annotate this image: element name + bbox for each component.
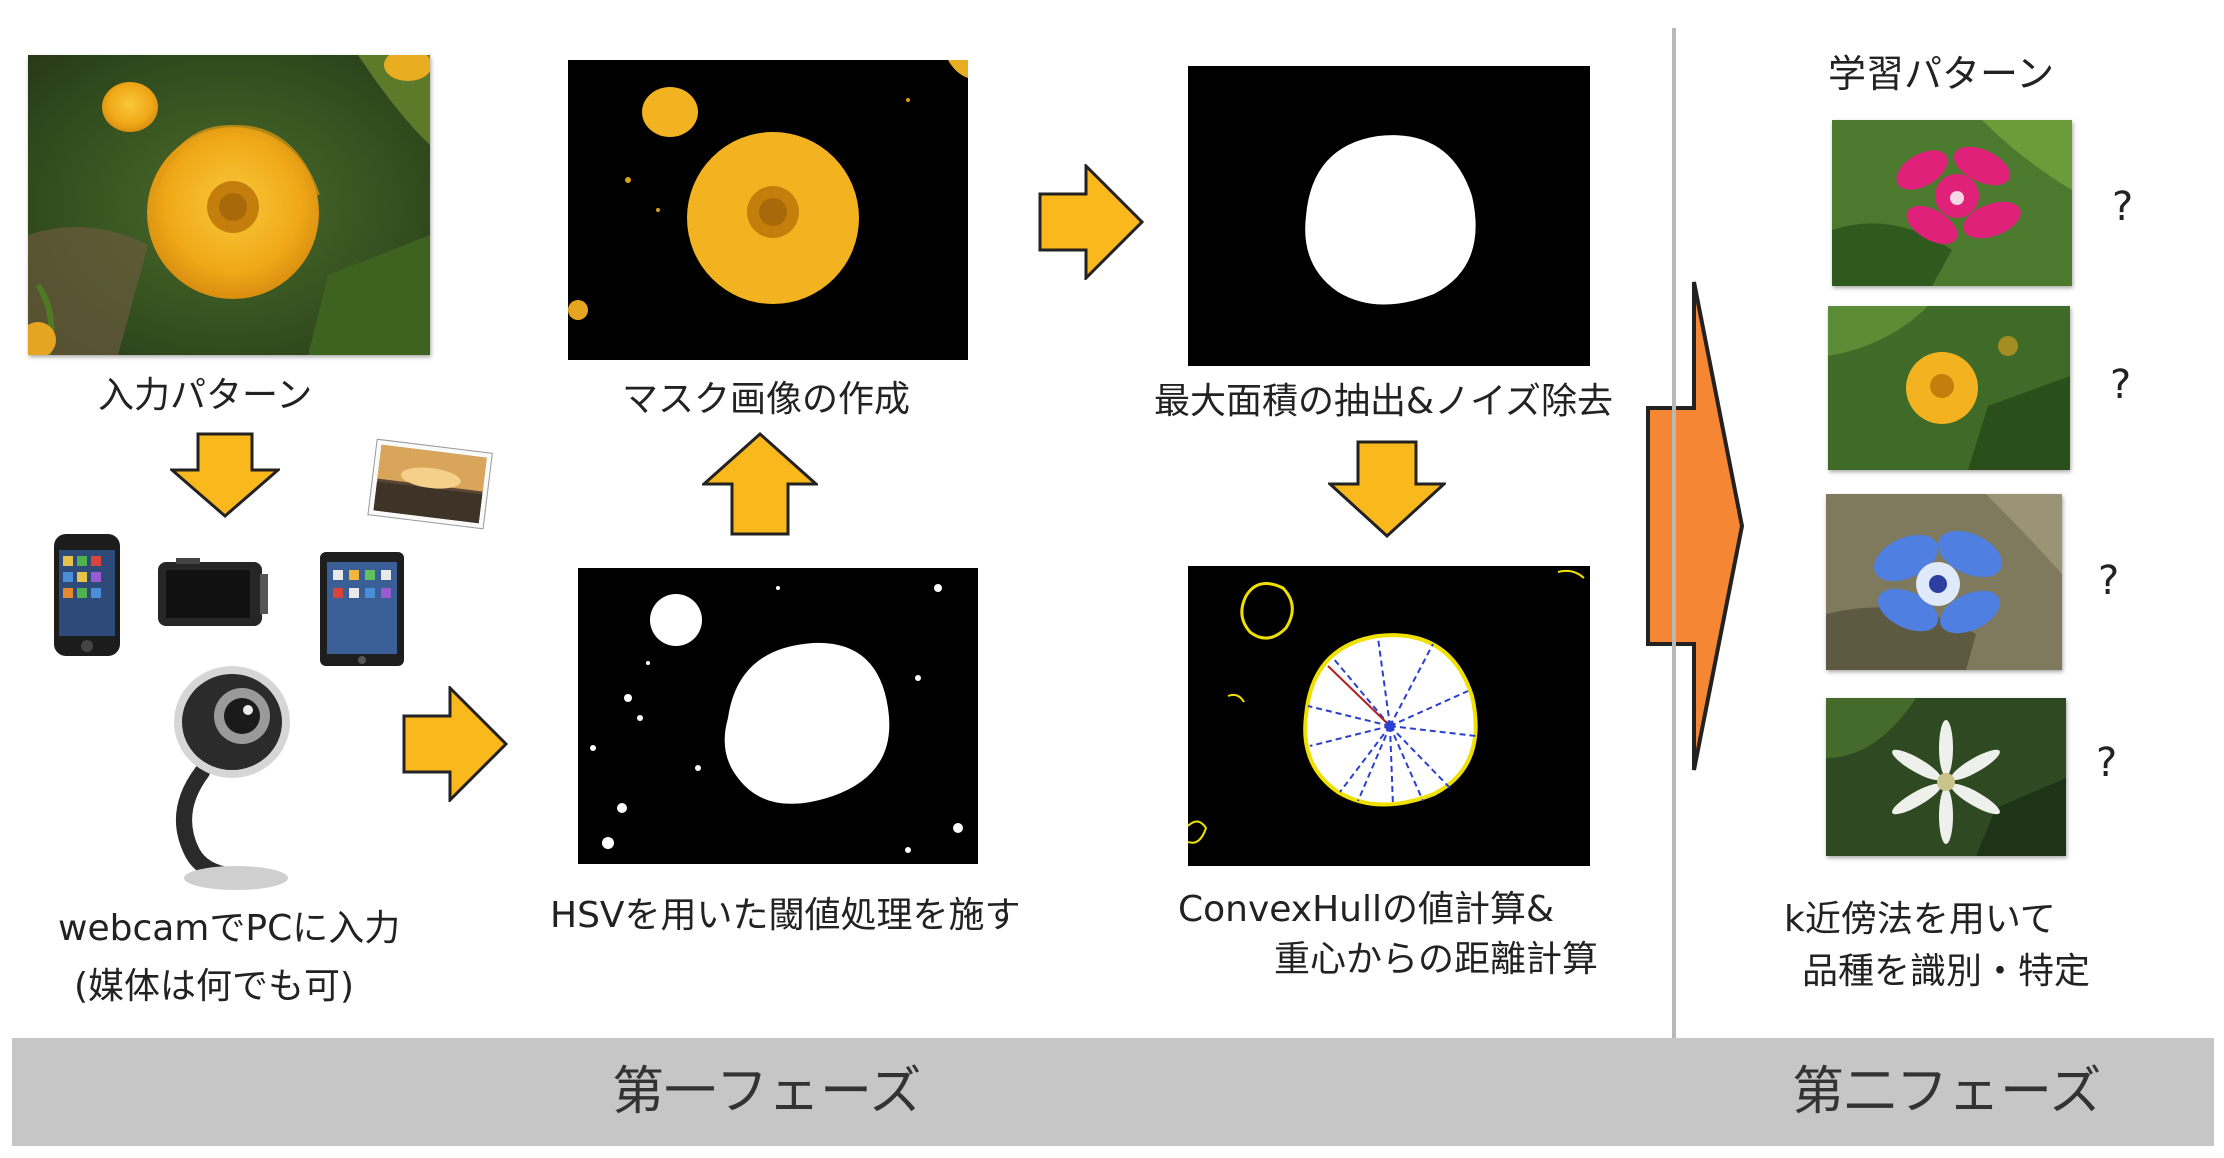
unknown-mark-4: ? <box>2096 740 2118 786</box>
knn-label-line1: k近傍法を用いて <box>1784 899 2056 940</box>
hsv-threshold-image <box>578 568 978 864</box>
big-orange-arrow-icon <box>1644 278 1746 774</box>
convexhull-label-line2: 重心からの距離計算 <box>1274 939 1599 980</box>
learning-pattern-photo-white <box>1826 698 2066 856</box>
block-arrow-icon <box>170 432 280 518</box>
input-method-label-line1: webcamでPCに入力 <box>58 908 401 949</box>
block-arrow-icon <box>1038 164 1144 280</box>
largest-area-label: 最大面積の抽出&ノイズ除去 <box>1154 381 1613 422</box>
learning-pattern-photo-pink <box>1832 120 2072 286</box>
mask-creation-label: マスク画像の作成 <box>622 379 911 420</box>
convexhull-label-line1: ConvexHullの値計算& <box>1178 889 1555 930</box>
phase1-label: 第一フェーズ <box>612 1062 922 1122</box>
hsv-threshold-label: HSVを用いた閾値処理を施す <box>550 895 1021 936</box>
block-arrow-icon <box>402 686 508 802</box>
phase-bar <box>12 1038 2214 1146</box>
block-arrow-icon <box>1328 440 1446 538</box>
learning-pattern-photo-yellow <box>1828 306 2070 470</box>
input-flower-photo <box>28 55 430 355</box>
phase-divider <box>1672 28 1676 1038</box>
unknown-mark-2: ? <box>2110 362 2132 408</box>
webcam-icon <box>162 662 292 894</box>
largest-area-image <box>1188 66 1590 366</box>
knn-label-line2: 品種を識別・特定 <box>1802 951 2091 992</box>
unknown-mark-1: ? <box>2112 184 2134 230</box>
input-method-label-line2: (媒体は何でも可) <box>74 966 355 1007</box>
learning-patterns-label: 学習パターン <box>1828 52 2055 96</box>
photo-print-icon <box>364 438 496 532</box>
learning-pattern-photo-blue <box>1826 494 2062 670</box>
mask-image <box>568 60 968 360</box>
unknown-mark-3: ? <box>2098 558 2120 604</box>
tablet-icon <box>318 550 406 668</box>
convexhull-image <box>1188 566 1590 866</box>
block-arrow-icon <box>702 432 818 536</box>
smartphone-icon <box>52 532 122 658</box>
digital-camera-icon <box>156 556 270 630</box>
input-pattern-label: 入力パターン <box>98 375 313 416</box>
phase2-label: 第二フェーズ <box>1792 1062 2102 1122</box>
